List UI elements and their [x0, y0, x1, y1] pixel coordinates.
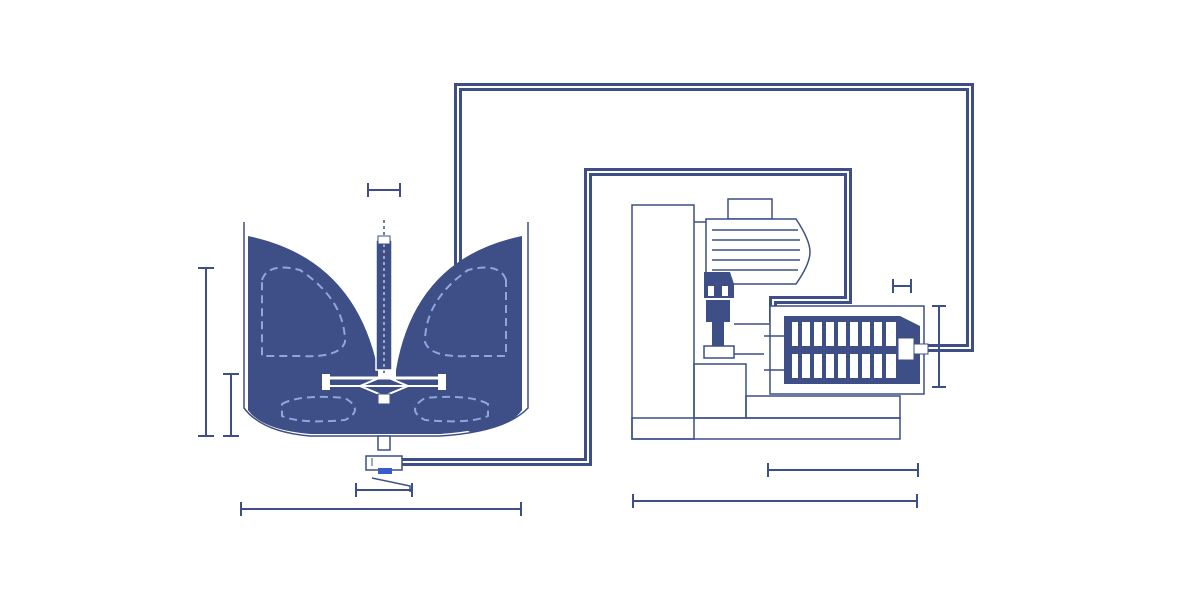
- pump: [764, 305, 929, 395]
- circulation-loops: [261, 266, 507, 423]
- dimension-shaft-top: [367, 183, 401, 197]
- dimension-valve-width: [355, 483, 413, 497]
- outlet-pipe: [400, 168, 852, 466]
- return-pipe: [454, 83, 974, 352]
- base-frame: [631, 204, 901, 440]
- agitator: [322, 220, 446, 440]
- dimension-tank-width: [240, 502, 522, 516]
- motor: [694, 198, 811, 285]
- coupling: [703, 272, 772, 359]
- stirred-tank: [243, 220, 529, 440]
- dimension-markers: [198, 183, 946, 516]
- dimension-pump-length: [767, 463, 919, 477]
- dimension-liquid-height: [223, 373, 239, 437]
- dimension-skid-length: [632, 494, 918, 508]
- dimension-pump-outlet: [892, 279, 912, 293]
- dimension-pump-height: [932, 305, 946, 388]
- dimension-tank-height: [198, 267, 214, 437]
- bottom-valve: [365, 435, 411, 492]
